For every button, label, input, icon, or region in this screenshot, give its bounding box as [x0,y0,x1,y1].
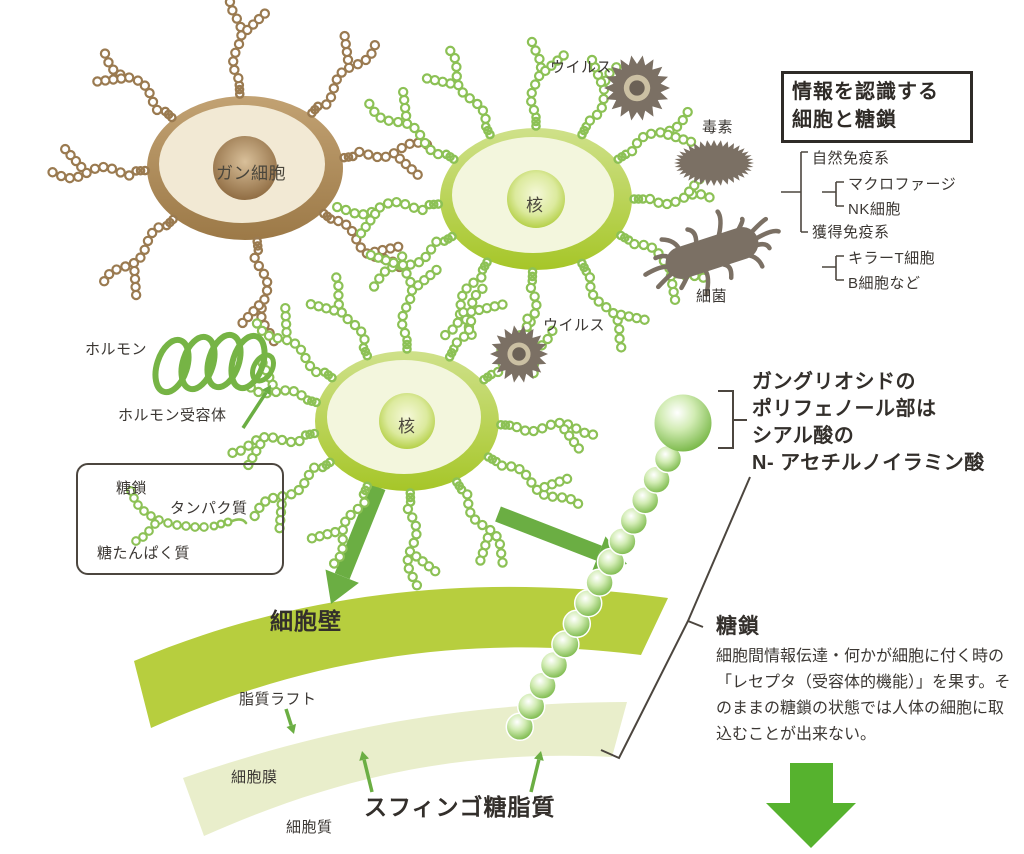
ganglioside-note-line1: ガングリオシドの [752,371,916,393]
title-line-1: 情報を認識する [792,81,939,103]
virus-mid-label: ウイルス [543,317,606,334]
legend-box [76,463,284,575]
hormone-coil-icon [152,331,276,396]
nucleus-mid-label: 核 [398,417,416,436]
tree-acquired-label: 獲得免疫系 [812,224,890,241]
title-box: 情報を認識する 細胞と糖鎖 [781,71,973,143]
cell-wall-label: 細胞壁 [270,608,342,634]
glycochains [47,0,715,591]
legend-protein-label: タンパク質 [170,500,248,517]
sphingoglycolipid-label: スフィンゴ糖脂質 [364,794,556,820]
ganglioside-note-line2: ポリフェノール部は [752,398,937,420]
legend-glycoprotein-label: 糖たんぱく質 [97,545,191,562]
cancer-cell-label: ガン細胞 [216,164,286,183]
bracket-lines [600,151,844,760]
pointer-arrows [241,385,544,793]
title-line-2: 細胞と糖鎖 [792,109,897,131]
tree-macrophage-label: マクロファージ [848,176,957,193]
cytoplasm-label: 細胞質 [286,819,333,836]
bacteria-label: 細菌 [696,288,728,305]
hormone-receptor-label: ホルモン受容体 [118,407,227,424]
legend-glycoprotein-illustration [126,486,248,546]
virus-top-label: ウイルス [550,59,613,76]
tree-killer-t-label: キラーT細胞 [848,250,936,267]
glycochain-heading: 糖鎖 [716,615,760,638]
cell-membrane-label: 細胞膜 [231,769,278,786]
nucleus-top-label: 核 [526,196,544,215]
glycochain-description: 細胞間情報伝達・何かが細胞に付く時の「レセプタ（受容体的機能）」を果す。そのまま… [716,648,1011,743]
toxin-label: 毒素 [702,119,734,136]
tree-nk-cell-label: NK細胞 [848,201,901,218]
tree-innate-label: 自然免疫系 [812,150,890,167]
hormone-label: ホルモン [85,341,148,358]
tree-b-cell-label: B細胞など [848,275,921,292]
pathogen-icons [490,55,781,383]
ganglioside-note-line3: シアル酸の [752,425,855,447]
ganglioside-chain [505,394,712,742]
cell-bodies [147,96,632,491]
lipid-raft-label: 脂質ラフト [239,691,317,708]
legend-glycochain-label: 糖鎖 [116,480,148,497]
ganglioside-note-line4: N- アセチルノイラミン酸 [752,452,985,474]
